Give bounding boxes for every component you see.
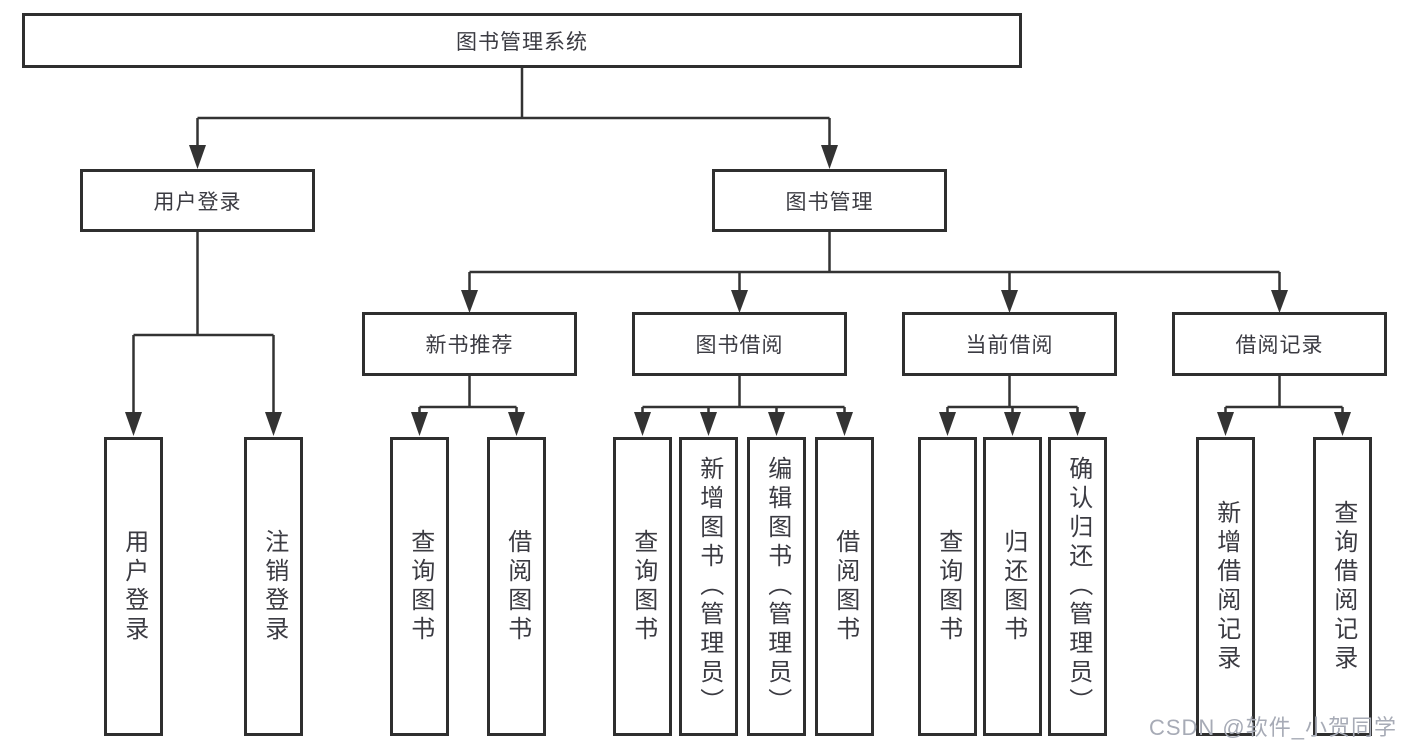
node-label: 确认归还（管理员） (1064, 456, 1092, 717)
node-label: 借阅图书 (503, 528, 531, 645)
node-label: 借阅图书 (831, 528, 859, 645)
node-label: 用户登录 (120, 528, 148, 645)
node-label: 新增图书（管理员） (695, 456, 723, 717)
node-label: 图书借阅 (695, 334, 784, 357)
leaf-return-books: 归还图书 (983, 437, 1042, 736)
node-label: 图书管理 (785, 190, 874, 214)
node-label: 借阅记录 (1235, 334, 1324, 357)
node-label: 查询图书 (934, 528, 962, 645)
leaf-add-books-admin: 新增图书（管理员） (679, 437, 738, 736)
leaf-edit-books-admin: 编辑图书（管理员） (747, 437, 806, 736)
node-book-management-branch: 图书管理 (712, 169, 947, 232)
leaf-query-books-borrowing: 查询图书 (613, 437, 672, 736)
node-label: 用户登录 (153, 190, 242, 214)
node-label: 归还图书 (999, 528, 1027, 645)
node-label: 注销登录 (260, 528, 288, 645)
leaf-query-borrow-record: 查询借阅记录 (1313, 437, 1372, 736)
node-label: 编辑图书（管理员） (763, 456, 791, 717)
node-label: 图书管理系统 (456, 30, 588, 54)
leaf-query-books-recommend: 查询图书 (390, 437, 449, 736)
node-label: 查询图书 (629, 528, 657, 645)
leaf-logout: 注销登录 (244, 437, 303, 736)
leaf-query-books-current: 查询图书 (918, 437, 977, 736)
leaf-borrow-books-recommend: 借阅图书 (487, 437, 546, 736)
leaf-borrow-books: 借阅图书 (815, 437, 874, 736)
leaf-user-login: 用户登录 (104, 437, 163, 736)
node-label: 查询借阅记录 (1329, 499, 1357, 674)
node-new-book-recommendation: 新书推荐 (362, 312, 577, 376)
node-current-borrowing: 当前借阅 (902, 312, 1117, 376)
leaf-add-borrow-record: 新增借阅记录 (1196, 437, 1255, 736)
node-label: 查询图书 (406, 528, 434, 645)
node-root-library-management-system: 图书管理系统 (22, 13, 1022, 68)
node-label: 新增借阅记录 (1212, 499, 1240, 674)
node-label: 新书推荐 (425, 334, 514, 357)
leaf-confirm-return-admin: 确认归还（管理员） (1048, 437, 1107, 736)
node-book-borrowing: 图书借阅 (632, 312, 847, 376)
node-label: 当前借阅 (965, 334, 1054, 357)
node-borrowing-records: 借阅记录 (1172, 312, 1387, 376)
node-user-login-branch: 用户登录 (80, 169, 315, 232)
csdn-watermark: CSDN @软件_小贺同学 (1148, 715, 1397, 740)
